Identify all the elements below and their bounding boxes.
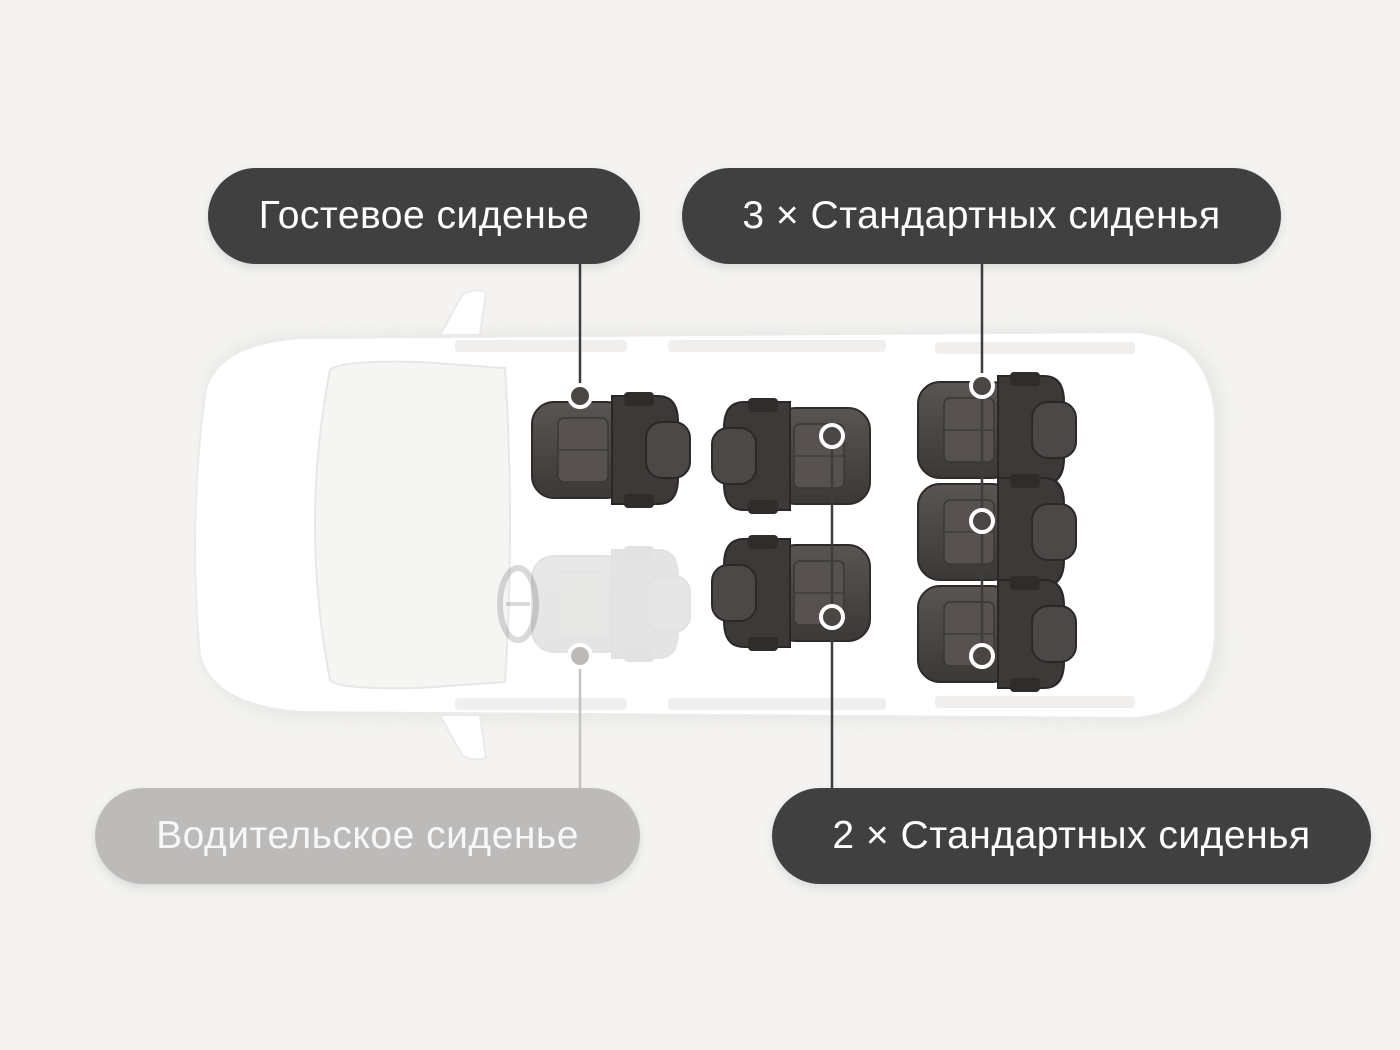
guest-seat-label-text: Гостевое сиденье [258, 194, 590, 237]
windshield [314, 360, 511, 690]
steering-wheel [497, 565, 539, 643]
middle-seat-1 [711, 397, 871, 515]
side-mirror-top [438, 289, 488, 336]
driver-seat [531, 545, 691, 663]
two-standard-seats-label-text: 2 × Стандартных сиденья [832, 814, 1311, 857]
two-standard-seats-label: 2 × Стандартных сиденья [772, 788, 1371, 884]
marker-dots [567, 373, 995, 669]
marker-rear-2 [969, 508, 995, 534]
rear-seat-2 [917, 473, 1077, 591]
marker-middle-2 [819, 604, 845, 630]
rear-seat-1 [917, 371, 1077, 489]
marker-rear-1 [969, 373, 995, 399]
marker-guest [567, 383, 593, 409]
three-standard-seats-label: 3 × Стандартных сиденья [682, 168, 1281, 264]
middle-seat-2 [711, 534, 871, 652]
marker-driver [567, 643, 593, 669]
marker-rear-3 [969, 643, 995, 669]
driver-seat-label-text: Водительское сиденье [156, 814, 579, 857]
driver-seat-label: Водительское сиденье [95, 788, 640, 884]
rear-seat-3 [917, 575, 1077, 693]
guest-seat-label: Гостевое сиденье [208, 168, 640, 264]
marker-middle-1 [819, 423, 845, 449]
side-mirror-bottom [438, 714, 488, 761]
three-standard-seats-label-text: 3 × Стандартных сиденья [742, 194, 1221, 237]
guest-seat [531, 391, 691, 509]
